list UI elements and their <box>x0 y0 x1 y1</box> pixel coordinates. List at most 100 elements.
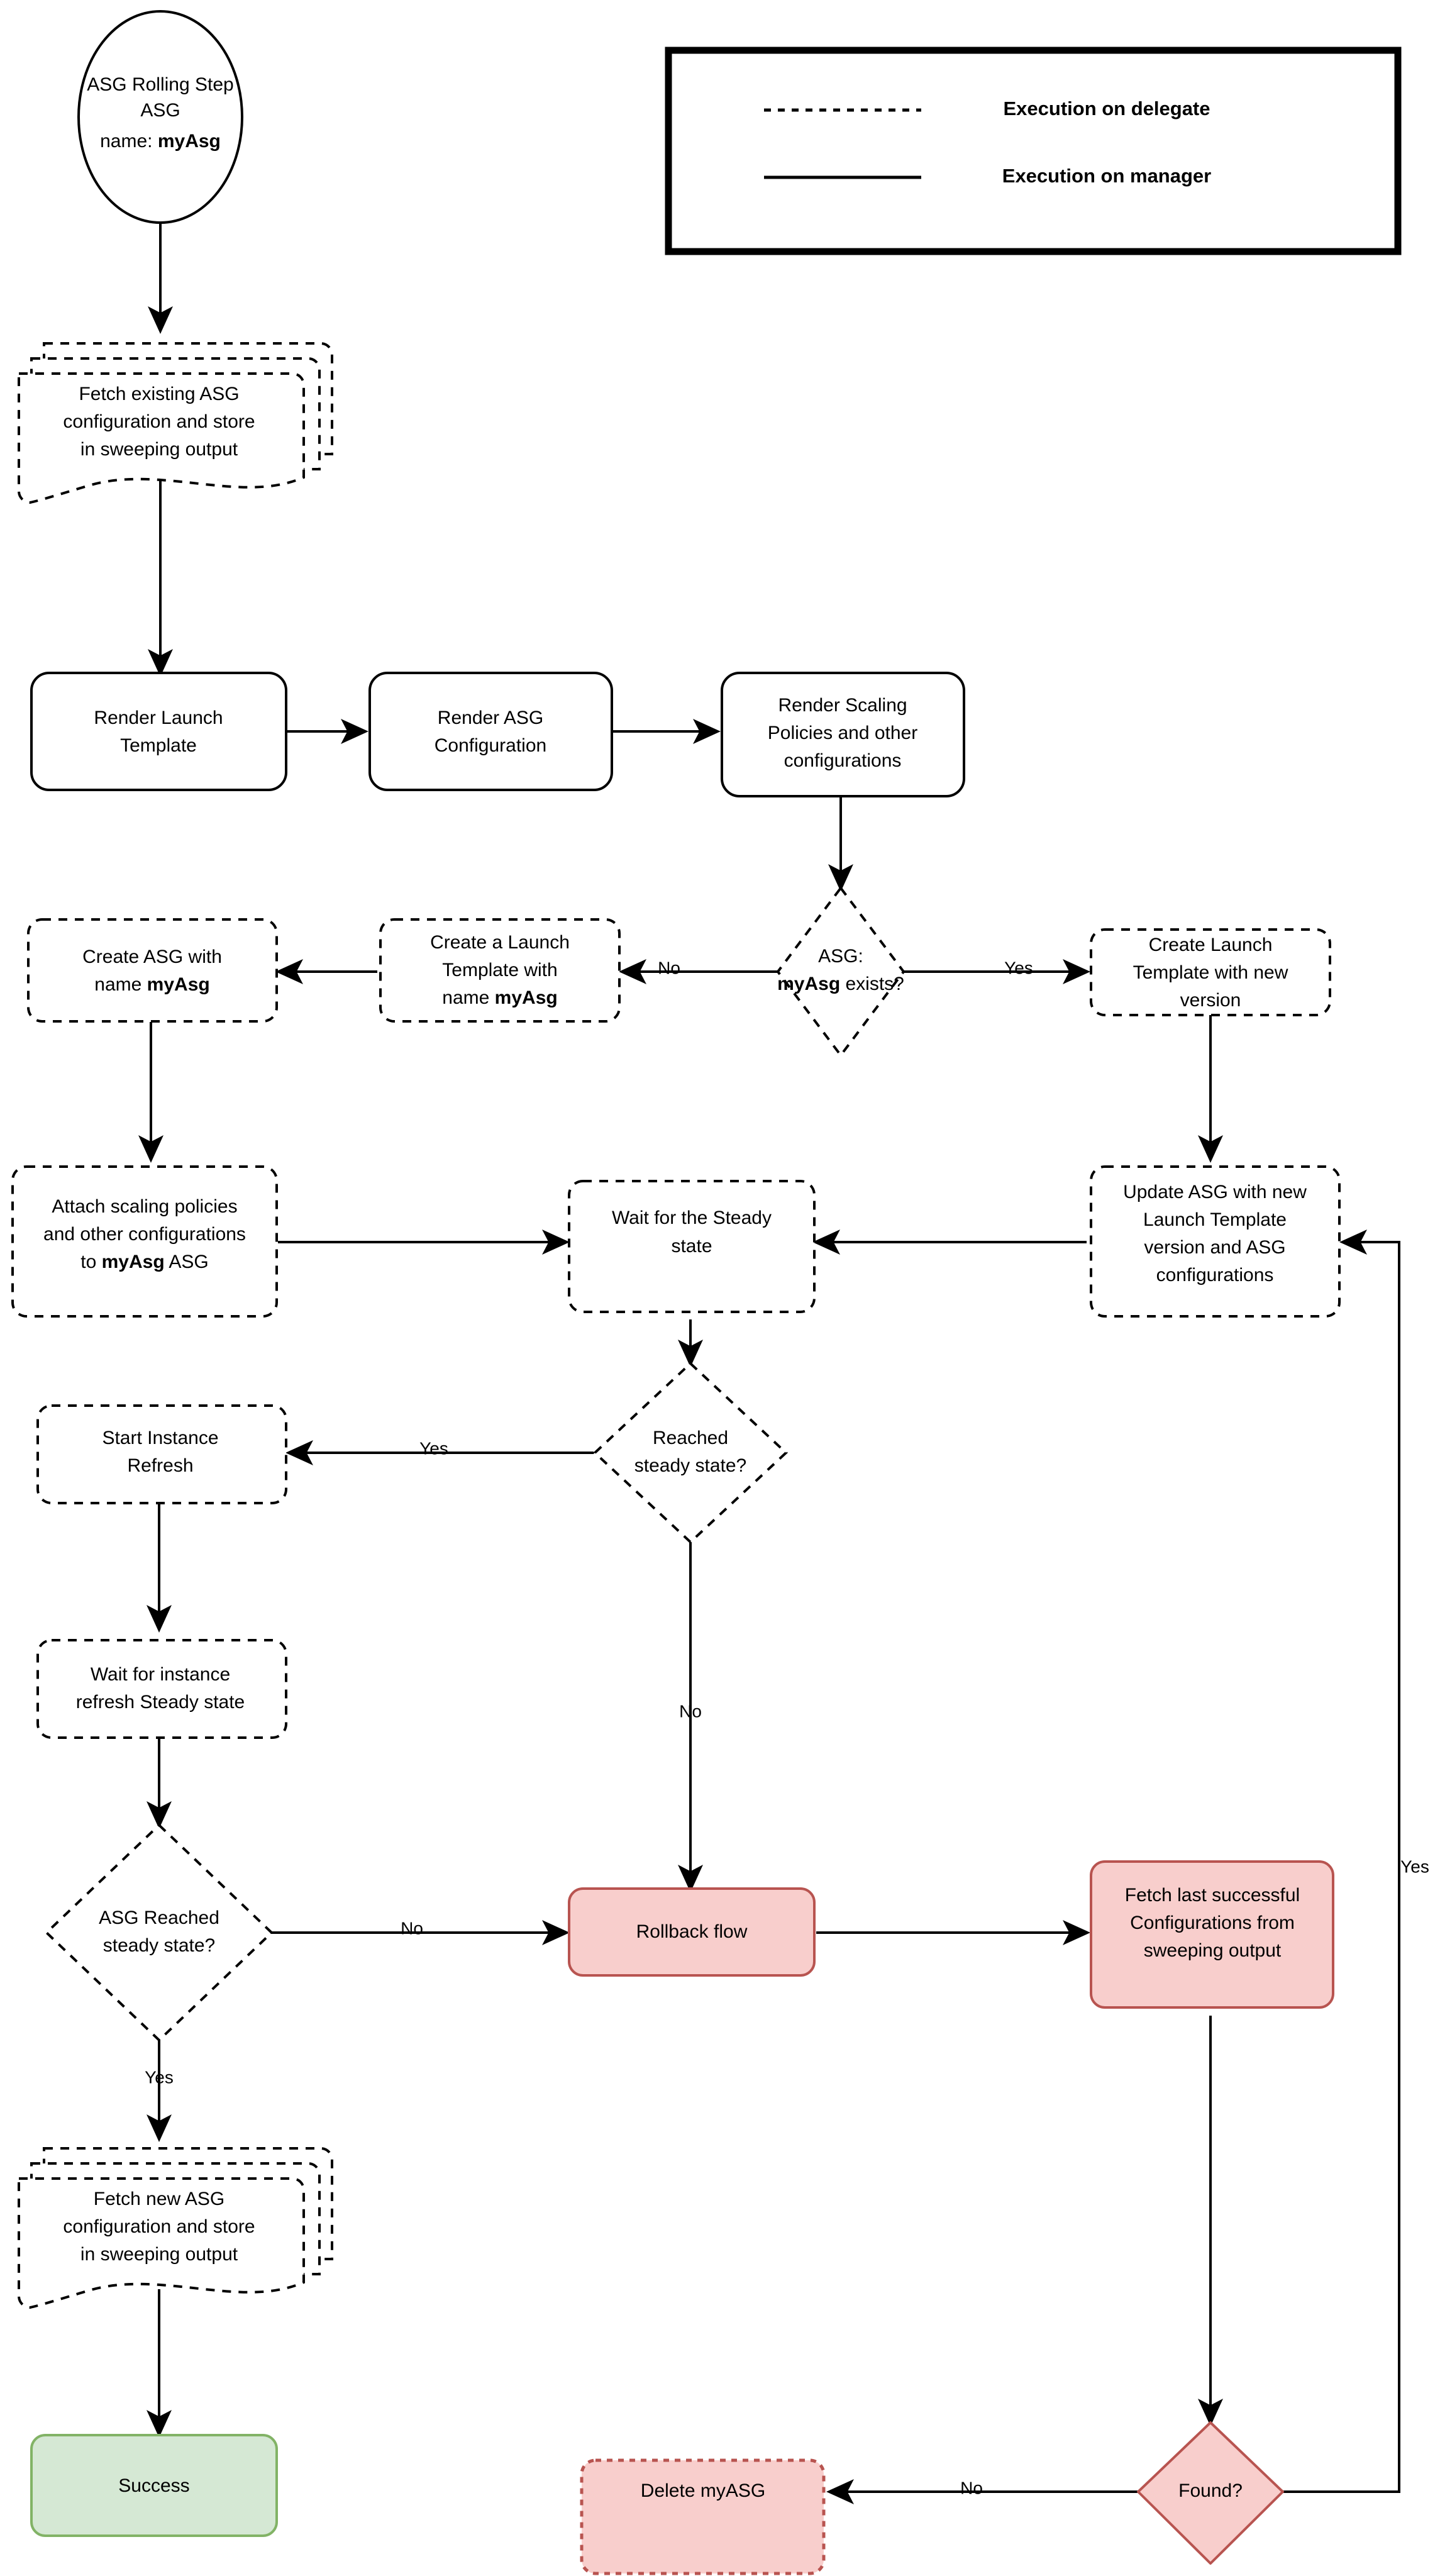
node-fetch-existing-asg-config[interactable]: Fetch existing ASG configuration and sto… <box>18 342 333 504</box>
fetch-existing-label-line1: Fetch existing ASG <box>79 384 239 404</box>
start-instance-refresh-box <box>36 1404 287 1504</box>
start-ellipse <box>77 10 243 224</box>
reached-steady-diamond <box>593 1362 788 1544</box>
create-a-lt-line3-prefix: name <box>442 987 494 1008</box>
legend-label-manager: Execution on manager <box>1002 165 1211 187</box>
render-scaling-policies-box <box>721 672 965 797</box>
start-refresh-line1: Start Instance <box>102 1428 218 1448</box>
create-lt-new-line3: version <box>1180 990 1241 1011</box>
fetch-existing-label-line2: configuration and store <box>63 411 255 432</box>
wait-steady-line2: state <box>671 1236 712 1257</box>
create-asg-line1: Create ASG with <box>82 947 222 967</box>
node-fetch-last-successful[interactable]: Fetch last successful Configurations fro… <box>1090 1860 1334 2009</box>
wait-steady-line1: Wait for the Steady <box>612 1208 772 1228</box>
create-asg-line2-prefix: name <box>94 974 147 995</box>
fetch-new-line2: configuration and store <box>63 2216 255 2237</box>
render-launch-template-line1: Render Launch <box>94 708 223 728</box>
delete-myasg-label: Delete myASG <box>641 2480 765 2501</box>
node-render-launch-template[interactable]: Render Launch Template <box>30 672 287 791</box>
node-create-a-launch-template[interactable]: Create a Launch Template with name myAsg <box>379 918 621 1023</box>
attach-line2: and other configurations <box>43 1224 246 1245</box>
success-label: Success <box>118 2475 189 2496</box>
fetch-existing-label-line3: in sweeping output <box>80 439 238 460</box>
fetch-new-line1: Fetch new ASG <box>94 2189 224 2209</box>
success-box <box>30 2434 278 2537</box>
update-asg-line1: Update ASG with new <box>1123 1182 1307 1202</box>
wait-refresh-line2: refresh Steady state <box>76 1692 245 1713</box>
found-diamond <box>1137 2421 1284 2565</box>
render-asg-configuration-line2: Configuration <box>435 735 546 756</box>
attach-line3: to myAsg ASG <box>80 1252 208 1272</box>
node-reached-steady-state-decision[interactable]: Reached steady state? <box>593 1362 788 1544</box>
create-asg-line2-bold: myAsg <box>147 974 210 995</box>
legend-label-delegate: Execution on delegate <box>1003 97 1210 119</box>
node-asg-exists-decision[interactable]: ASG: myAsg exists? <box>776 886 906 1058</box>
reached-steady-line1: Reached <box>653 1428 728 1448</box>
edges-layer: No Yes Yes No No Yes <box>138 223 1429 2504</box>
node-wait-steady-state[interactable]: Wait for the Steady state <box>568 1180 816 1313</box>
delete-myasg-box <box>580 2458 826 2575</box>
create-a-lt-line3: name myAsg <box>442 987 557 1008</box>
create-a-lt-line2: Template with <box>442 960 557 980</box>
node-start-instance-refresh[interactable]: Start Instance Refresh <box>36 1404 287 1504</box>
update-asg-box <box>1090 1165 1341 1318</box>
node-delete-myasg[interactable]: Delete myASG <box>580 2458 826 2575</box>
wait-refresh-line1: Wait for instance <box>91 1664 230 1685</box>
wait-instance-refresh-box <box>36 1639 287 1739</box>
render-launch-template-box <box>30 672 287 791</box>
legend-box <box>665 47 1402 255</box>
legend: Execution on delegate Execution on manag… <box>665 47 1402 255</box>
node-asg-reached-steady-state-decision[interactable]: ASG Reached steady state? <box>45 1823 274 2042</box>
node-found-decision[interactable]: Found? <box>1137 2421 1284 2565</box>
node-wait-instance-refresh[interactable]: Wait for instance refresh Steady state <box>36 1639 287 1739</box>
create-asg-line2: name myAsg <box>94 974 209 995</box>
start-label-line3: name: myAsg <box>100 131 221 152</box>
node-update-asg[interactable]: Update ASG with new Launch Template vers… <box>1090 1165 1341 1318</box>
node-attach-scaling-policies[interactable]: Attach scaling policies and other config… <box>11 1165 278 1318</box>
asg-exists-line1: ASG: <box>818 946 863 967</box>
asg-exists-diamond <box>776 886 906 1058</box>
attach-line3-bold: myAsg <box>102 1252 165 1272</box>
start-label-line2: ASG <box>140 100 180 121</box>
update-asg-line3: version and ASG <box>1144 1237 1285 1258</box>
asg-exists-line2-bold: myAsg <box>777 974 840 994</box>
render-scaling-policies-line2: Policies and other <box>768 723 917 743</box>
node-rollback-flow[interactable]: Rollback flow <box>568 1887 816 1977</box>
start-label-line3-prefix: name: <box>100 131 158 152</box>
asg-reached-line2: steady state? <box>103 1935 215 1956</box>
wait-steady-state-box <box>568 1180 816 1313</box>
edge-label-asg-exists-yes: Yes <box>1004 958 1033 977</box>
attach-line3-suffix: ASG <box>165 1252 209 1272</box>
node-success[interactable]: Success <box>30 2434 278 2537</box>
node-render-asg-configuration[interactable]: Render ASG Configuration <box>368 672 613 791</box>
asg-exists-line2: myAsg exists? <box>777 974 904 994</box>
create-launch-template-new-version-box <box>1090 928 1331 1016</box>
attach-line1: Attach scaling policies <box>52 1196 237 1217</box>
start-label-line3-bold: myAsg <box>158 131 221 152</box>
node-render-scaling-policies[interactable]: Render Scaling Policies and other config… <box>721 672 965 797</box>
asg-exists-line2-rest: exists? <box>840 974 904 994</box>
reached-steady-line2: steady state? <box>634 1455 746 1476</box>
render-asg-configuration-line1: Render ASG <box>438 708 543 728</box>
node-create-asg[interactable]: Create ASG with name myAsg <box>27 918 278 1023</box>
attach-scaling-policies-box <box>11 1165 278 1318</box>
create-a-lt-line3-bold: myAsg <box>495 987 558 1008</box>
start-refresh-line2: Refresh <box>127 1455 193 1476</box>
update-asg-line4: configurations <box>1156 1265 1274 1285</box>
fetch-new-line3: in sweeping output <box>80 2244 238 2265</box>
edge-label-reached-steady-yes: Yes <box>419 1438 448 1458</box>
node-start[interactable]: ASG Rolling Step ASG name: myAsg <box>77 10 243 224</box>
edge-label-found-no: No <box>960 2478 983 2497</box>
create-lt-new-line1: Create Launch <box>1149 935 1273 955</box>
attach-line3-prefix: to <box>80 1252 101 1272</box>
render-launch-template-line2: Template <box>120 735 197 756</box>
fetch-last-line3: sweeping output <box>1144 1940 1282 1961</box>
edge-label-asg-reached-yes: Yes <box>145 2067 174 2087</box>
node-fetch-new-asg-config[interactable]: Fetch new ASG configuration and store in… <box>18 2147 333 2309</box>
node-create-launch-template-new-version[interactable]: Create Launch Template with new version <box>1090 928 1331 1016</box>
edge-label-found-yes: Yes <box>1400 1857 1429 1876</box>
create-a-launch-template-box <box>379 918 621 1023</box>
render-asg-configuration-box <box>368 672 613 791</box>
edge-label-reached-steady-no: No <box>679 1701 702 1721</box>
